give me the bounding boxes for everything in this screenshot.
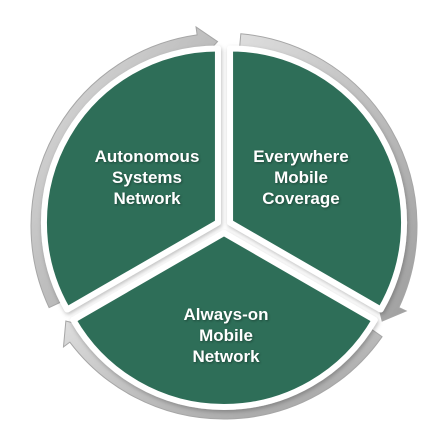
segment-autonomous-systems-network bbox=[41, 45, 221, 313]
pie-segments bbox=[41, 45, 407, 411]
segment-everywhere-mobile-coverage bbox=[227, 45, 407, 313]
segment-label-everywhere-mobile-coverage: Everywhere Mobile Coverage bbox=[253, 147, 349, 208]
segment-always-on-mobile-network bbox=[70, 230, 378, 411]
segment-label-autonomous-systems-network: Autonomous Systems Network bbox=[94, 147, 200, 208]
segment-label-always-on-mobile-network: Always-on Mobile Network bbox=[183, 305, 269, 366]
